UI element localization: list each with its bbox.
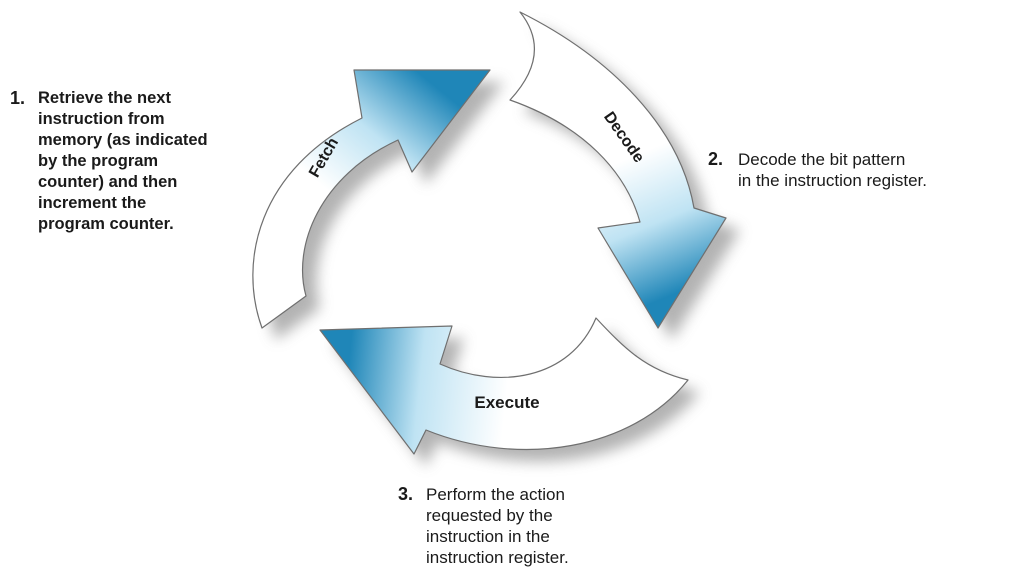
step-1-line: Retrieve the next [38, 89, 171, 107]
step-3-number: 3. [398, 484, 414, 504]
fetch-arrow [252, 69, 491, 329]
step-1-line: instruction from [38, 110, 165, 128]
step-3-line: instruction in the [426, 527, 550, 546]
step-2-number: 2. [708, 149, 724, 169]
step-1-line: counter) and then [38, 173, 178, 191]
step-3-line: instruction register. [426, 548, 569, 567]
step-1-line: memory (as indicated [38, 131, 208, 149]
phase-label-execute: Execute [474, 393, 539, 412]
step-3-line: Perform the action [426, 485, 565, 504]
fetch-arrow-shadow [266, 82, 504, 340]
execute-arrow [319, 317, 689, 455]
step-1-number: 1. [10, 88, 26, 108]
step-1-line: program counter. [38, 215, 174, 233]
step-2-line: in the instruction register. [738, 171, 927, 190]
step-1-line: increment the [38, 194, 147, 212]
step-1-line: by the program [38, 152, 159, 170]
step-2-line: Decode the bit pattern [738, 150, 906, 169]
decode-arrow [509, 11, 727, 329]
step-3-line: requested by the [426, 506, 553, 525]
